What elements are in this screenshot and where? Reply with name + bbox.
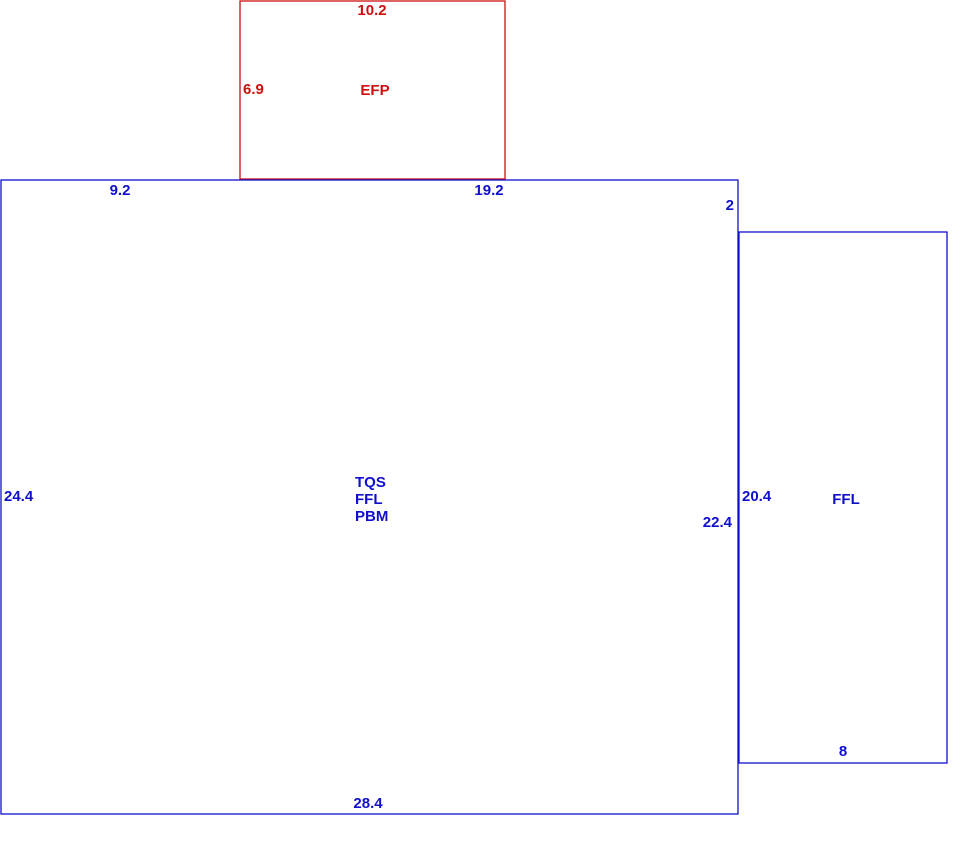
efp-room-name: EFP bbox=[360, 82, 390, 99]
main-top-left-dimension: 9.2 bbox=[109, 182, 131, 199]
side-bottom-dimension: 8 bbox=[838, 743, 848, 760]
main-left-dimension: 24.4 bbox=[4, 488, 34, 505]
main-room-outline bbox=[0, 179, 739, 815]
efp-top-dimension: 10.2 bbox=[357, 2, 387, 19]
side-room-name: FFL bbox=[832, 491, 860, 508]
main-right-dimension: 22.4 bbox=[702, 514, 732, 531]
side-left-dimension: 20.4 bbox=[742, 488, 772, 505]
side-room-outline bbox=[738, 231, 948, 764]
main-bottom-dimension: 28.4 bbox=[353, 795, 383, 812]
main-room-codes: TQS FFL PBM bbox=[355, 474, 388, 525]
efp-room-outline bbox=[239, 0, 506, 180]
main-room-code: PBM bbox=[355, 508, 389, 525]
main-right-step-dimension: 2 bbox=[725, 197, 734, 214]
main-top-right-dimension: 19.2 bbox=[474, 182, 504, 199]
main-room-code: TQS bbox=[355, 474, 386, 491]
efp-left-dimension: 6.9 bbox=[243, 81, 264, 98]
main-room-code: FFL bbox=[355, 491, 383, 508]
